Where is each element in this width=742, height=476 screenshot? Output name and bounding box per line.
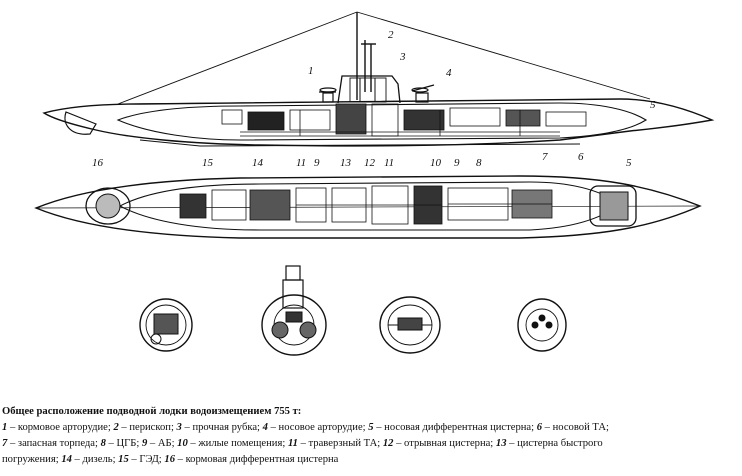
- caption-item-text: – носовое арторудие;: [267, 422, 369, 433]
- caption-item-number: 7: [2, 438, 8, 449]
- caption-item-text: – ЦГБ;: [105, 438, 142, 449]
- caption-item-number: 9: [141, 438, 148, 449]
- callout-3: 3: [399, 51, 406, 63]
- caption-line-1: 1 – кормовое арторудие; 2 – перископ; 3 …: [2, 420, 740, 436]
- callout-2: 2: [388, 29, 394, 41]
- caption-item-text: – дизель;: [71, 454, 119, 465]
- caption-item-number: 15: [118, 454, 129, 465]
- caption-item-text: – цистерна быстрого: [506, 438, 603, 449]
- conning-tower: [337, 75, 401, 104]
- pressure-hull: [116, 102, 648, 141]
- caption-item-number: 16: [164, 454, 175, 465]
- caption-item-text: – носовая дифферентная цистерна;: [373, 422, 537, 433]
- caption-item-text: – перископ;: [118, 422, 177, 433]
- callout-5-top: 5: [650, 99, 656, 111]
- caption-item-text: – АБ;: [147, 438, 178, 449]
- caption-line-3: погружения; 14 – дизель; 15 – ГЭД; 16 – …: [2, 452, 740, 468]
- side-compartments: [221, 103, 587, 137]
- antenna-wire-fore: [356, 11, 651, 100]
- caption-item-text: – кормовое арторудие;: [7, 422, 114, 433]
- caption-item-number: 1: [2, 422, 8, 433]
- callout-labels: 1 2 3 4 5 16 15 14 11 9 13 12 11 10 9 8 …: [92, 29, 656, 169]
- callout-5-bottom: 5: [626, 157, 632, 169]
- caption-item-text: – прочная рубка;: [181, 422, 263, 433]
- caption-item-number: 5: [368, 422, 374, 433]
- caption-item-text: – отрывная цистерна;: [393, 438, 496, 449]
- callout-13: 13: [340, 157, 352, 169]
- caption-item-text: – траверзный ТА;: [297, 438, 383, 449]
- caption-item-text: – кормовая дифферентная цистерна: [174, 454, 339, 465]
- callout-6: 6: [578, 151, 584, 163]
- plan-compartments: [179, 185, 553, 225]
- callout-15: 15: [202, 157, 214, 169]
- side-hull-outline: [42, 98, 715, 147]
- callout-12: 12: [364, 157, 376, 169]
- callout-10: 10: [430, 157, 442, 169]
- caption-item-number: 12: [382, 438, 394, 449]
- cross-section-1: [139, 298, 193, 352]
- caption-item-number: 3: [176, 422, 182, 433]
- antenna-wire-aft: [117, 11, 358, 105]
- caption-item-number: 11: [287, 438, 298, 449]
- stern-rudder: [64, 111, 97, 135]
- callout-14: 14: [252, 157, 264, 169]
- caption-item-number: 8: [100, 438, 106, 449]
- cross-section-4: [517, 298, 567, 352]
- caption-item-number: 14: [61, 454, 72, 465]
- callout-4: 4: [446, 67, 452, 79]
- caption-item-text: – ГЭД;: [128, 454, 165, 465]
- side-elevation-view: [42, 11, 715, 147]
- callout-7: 7: [542, 151, 548, 163]
- caption-title: Общее расположение подводной лодки водои…: [2, 406, 302, 417]
- caption-item-number: 2: [113, 422, 119, 433]
- aft-deck-gun: [319, 87, 337, 103]
- caption-item-text: – запасная торпеда;: [7, 438, 101, 449]
- callout-8: 8: [476, 157, 482, 169]
- caption-item-text: – жилые помещения;: [187, 438, 288, 449]
- callout-11-b: 11: [384, 157, 394, 169]
- caption-item-text: погружения;: [2, 454, 62, 465]
- forward-deck-gun: [411, 84, 435, 103]
- caption-item-number: 6: [536, 422, 543, 433]
- caption-item-number: 10: [177, 438, 188, 449]
- cross-section-2: [261, 265, 327, 356]
- plan-view: [34, 175, 702, 239]
- callout-9-a: 9: [314, 157, 320, 169]
- caption-item-number: 4: [262, 422, 268, 433]
- callout-1: 1: [308, 65, 314, 77]
- caption-item-text: – носовой ТА;: [542, 422, 609, 433]
- submarine-general-arrangement-drawing: 1 2 3 4 5 16 15 14 11 9 13 12 11 10 9 8 …: [34, 11, 715, 356]
- caption-item-number: 13: [495, 438, 507, 449]
- callout-9-b: 9: [454, 157, 460, 169]
- caption-line-2: 7 – запасная торпеда; 8 – ЦГБ; 9 – АБ; 1…: [2, 436, 740, 452]
- figure-caption: Общее расположение подводной лодки водои…: [2, 404, 740, 468]
- cross-section-3: [379, 296, 441, 354]
- periscope: [361, 40, 376, 92]
- callout-11-a: 11: [296, 157, 306, 169]
- callout-16: 16: [92, 157, 104, 169]
